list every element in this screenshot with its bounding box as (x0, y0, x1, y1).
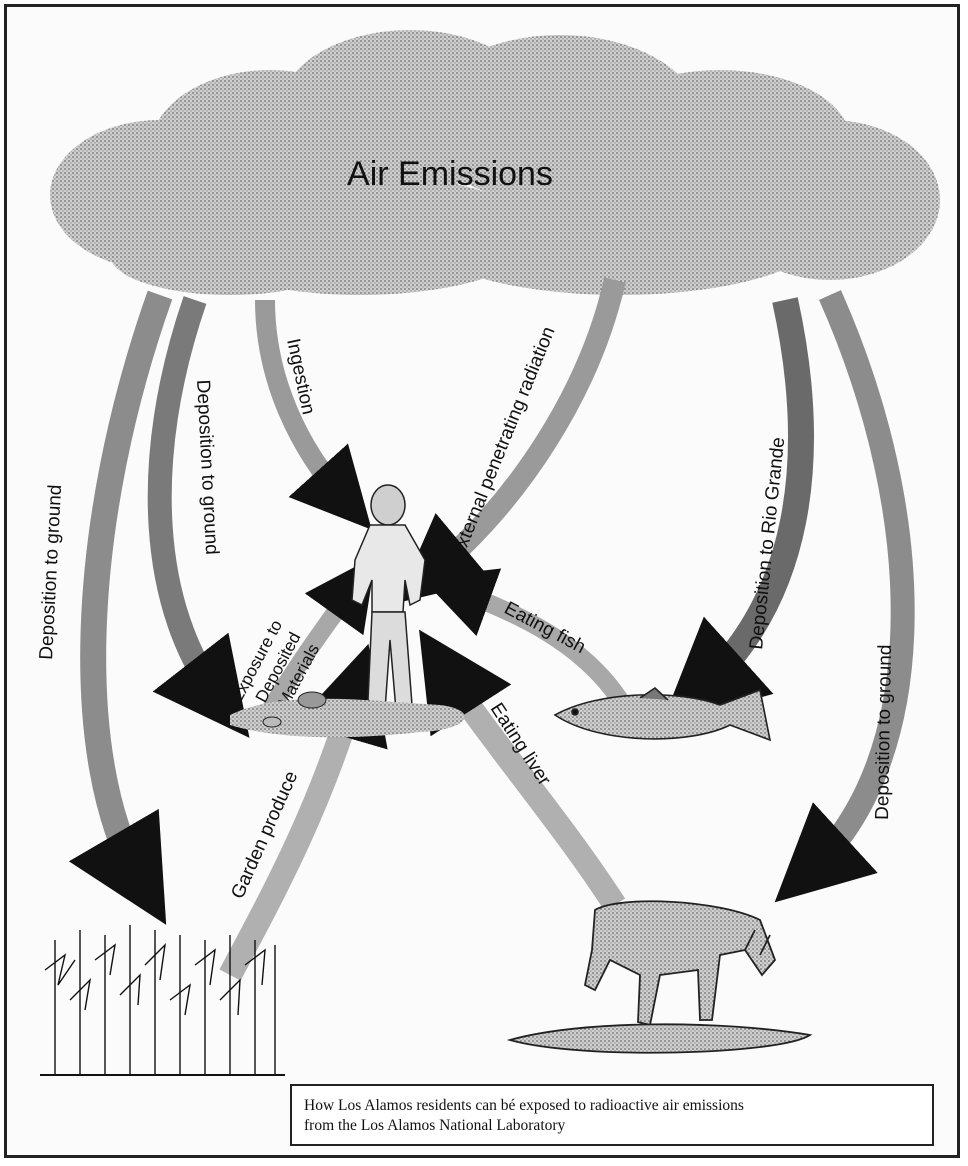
label-deposition-ground-right: Deposition to ground (872, 644, 896, 820)
arrow-eating-fish (455, 590, 620, 700)
person-icon (352, 485, 425, 721)
caption-line-1: How Los Alamos residents can bé exposed … (304, 1096, 920, 1116)
arrow-deposition-ground-left (93, 295, 160, 880)
caption-line-2: from the Los Alamos National Laboratory (304, 1116, 920, 1136)
label-eating-fish: Eating fish (501, 598, 589, 658)
label-deposition-ground-left: Deposition to ground (36, 484, 66, 660)
fish-icon (555, 688, 770, 740)
cow-icon (510, 901, 810, 1052)
diagram-title: Air Emissions (347, 155, 553, 193)
caption-box: How Los Alamos residents can bé exposed … (290, 1084, 934, 1146)
label-deposition-ground-inner: Deposition to ground (192, 379, 222, 555)
